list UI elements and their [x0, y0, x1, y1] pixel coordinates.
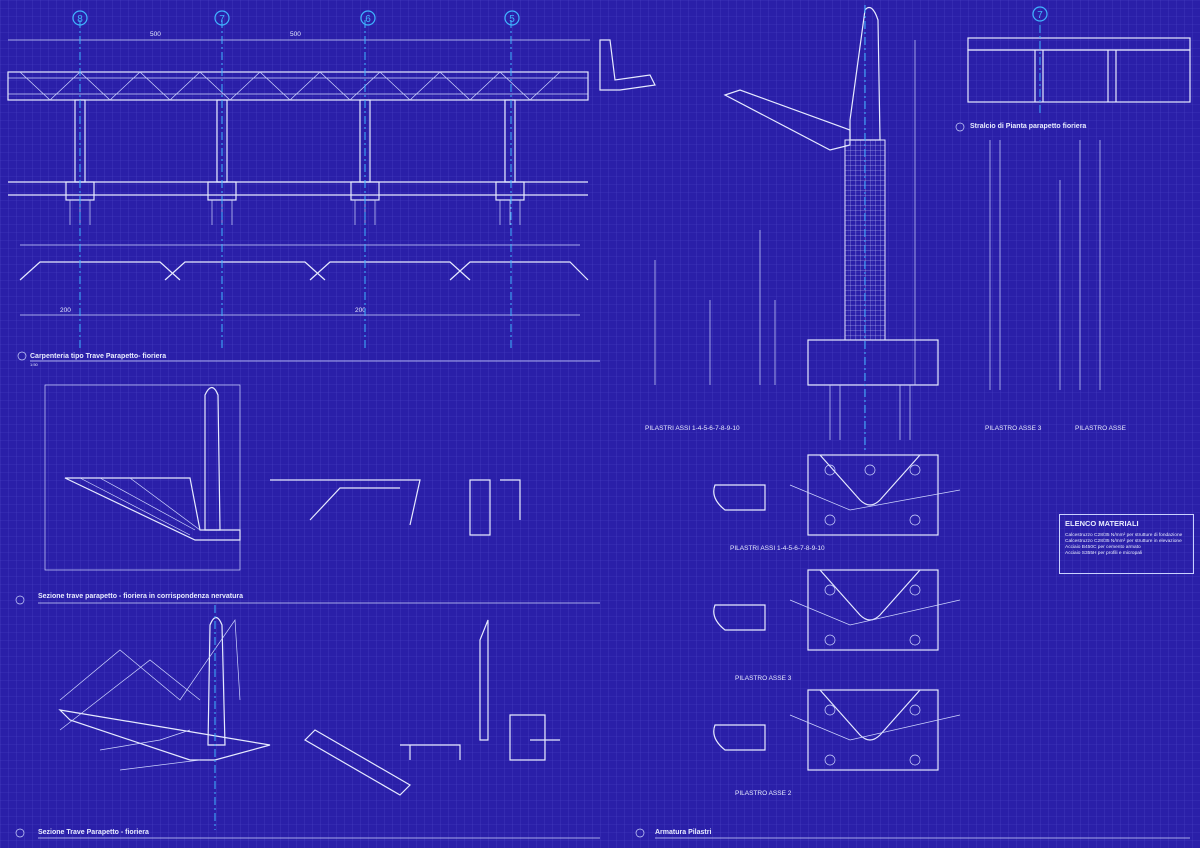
svg-text:5: 5: [509, 14, 515, 25]
materials-legend: ELENCO MATERIALI Calcestruzzo C28/35 N/m…: [1059, 514, 1194, 574]
svg-text:500: 500: [150, 31, 161, 38]
title-sezione-nervatura: Sezione trave parapetto - fioriera in co…: [38, 593, 243, 600]
svg-text:PILASTRO ASSE 3: PILASTRO ASSE 3: [735, 675, 792, 682]
material-item: Acciaio S355H per profili e micropali: [1065, 551, 1143, 556]
svg-text:1:50: 1:50: [30, 362, 39, 367]
svg-text:PILASTRO ASSE 2: PILASTRO ASSE 2: [735, 790, 792, 797]
svg-text:PILASTRI ASSI 1-4-5-6-7-8-9-10: PILASTRI ASSI 1-4-5-6-7-8-9-10: [645, 425, 740, 432]
title-stralcio: Stralcio di Pianta parapetto fioriera: [970, 123, 1086, 130]
title-carpenteria: Carpenteria tipo Trave Parapetto- fiorie…: [30, 353, 166, 360]
title-sezione: Sezione Trave Parapetto - fioriera: [38, 829, 149, 836]
section-beam: Sezione Trave Parapetto - fioriera: [15, 605, 600, 839]
beam-elevation: 500 500 200 200 8 7 6 5 Carpenteria tipo…: [7, 10, 600, 367]
axis-bubble-8: 8: [72, 10, 88, 26]
svg-text:7: 7: [1037, 10, 1043, 21]
svg-text:PILASTRO ASSE 3: PILASTRO ASSE 3: [985, 425, 1042, 432]
svg-text:200: 200: [60, 307, 71, 314]
axis-bubble-7: 7: [214, 10, 230, 26]
svg-text:500: 500: [290, 31, 301, 38]
svg-text:6: 6: [365, 14, 371, 25]
svg-text:7: 7: [219, 14, 225, 25]
axis-bubble-plan-7: 7: [1032, 6, 1048, 22]
column-elevation: PILASTRI ASSI 1-4-5-6-7-8-9-10 PILASTRI …: [599, 5, 939, 552]
section-rib: Sezione trave parapetto - fioriera in co…: [15, 384, 600, 605]
svg-text:8: 8: [77, 14, 83, 25]
svg-text:200: 200: [355, 307, 366, 314]
column-reinforcement: PILASTRO ASSE 3 PILASTRO ASSE 2 Armatura…: [635, 454, 1190, 839]
axis-bubble-5: 5: [504, 10, 520, 26]
plan-parapet: 7 Stralcio di Pianta parapetto fioriera …: [955, 6, 1191, 432]
title-armatura: Armatura Pilastri: [655, 829, 711, 836]
svg-text:PILASTRO ASSE: PILASTRO ASSE: [1075, 425, 1127, 432]
materials-title: ELENCO MATERIALI: [1065, 519, 1139, 528]
material-item: Calcestruzzo C28/35 N/mm² per strutture …: [1065, 539, 1182, 544]
material-item: Acciaio B450C per cemento armato: [1065, 545, 1141, 550]
material-item: Calcestruzzo C28/35 N/mm² per strutture …: [1065, 533, 1183, 538]
svg-text:PILASTRI ASSI 1-4-5-6-7-8-9-10: PILASTRI ASSI 1-4-5-6-7-8-9-10: [730, 545, 825, 552]
axis-bubble-6: 6: [360, 10, 376, 26]
